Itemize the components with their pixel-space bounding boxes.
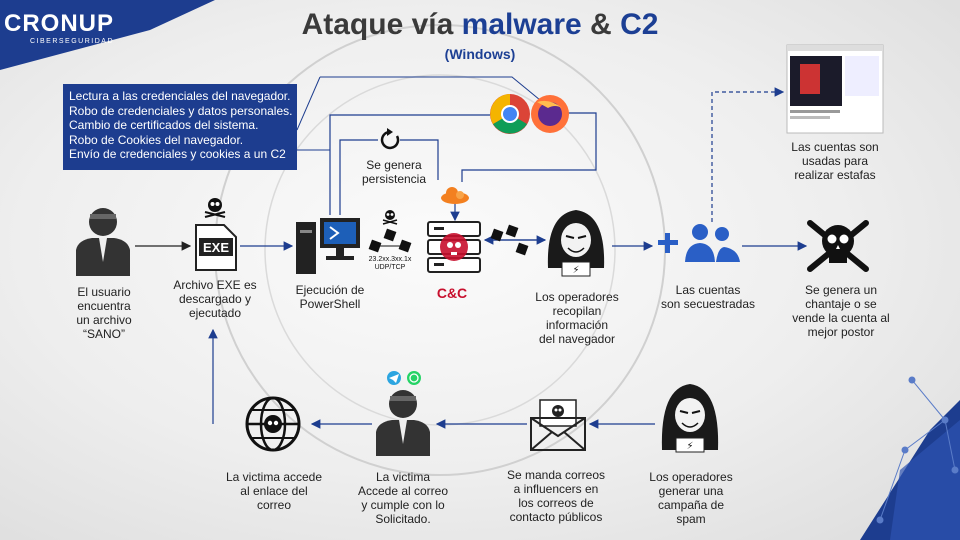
data-packets-right <box>490 224 529 256</box>
data-packets-left <box>368 228 412 253</box>
page-title: Ataque vía malware & C2 <box>0 8 960 42</box>
whatsapp-icon <box>407 371 421 385</box>
label-chantaje: Se genera un chantaje o se vende la cuen… <box>782 283 900 339</box>
label-line: usadas para <box>801 154 869 168</box>
add-users-icon <box>658 224 740 262</box>
label-line: Ejecución de <box>295 283 365 297</box>
label-line: y cumple con lo <box>361 498 445 512</box>
label-line: “SANO” <box>83 327 125 341</box>
cloud-icon <box>441 187 469 204</box>
label-line: generar una <box>658 484 724 498</box>
title-highlight: malware <box>461 8 582 41</box>
label-line: al enlace del <box>240 484 308 498</box>
skull-icon-tiny <box>382 210 398 225</box>
label-operadores-recopilan: Los operadores recopilan información del… <box>522 290 632 346</box>
label-cuentas-estafas: Las cuentas son usadas para realizar est… <box>780 140 890 182</box>
page-subtitle: (Windows) <box>444 46 516 62</box>
title-part: Ataque vía <box>301 8 462 41</box>
protocol-label: 23.2xx.3xx.1x UDP/TCP <box>360 256 420 272</box>
label-line: son secuestradas <box>660 297 756 311</box>
label-cuentas-secuestradas: Las cuentas son secuestradas <box>650 283 766 311</box>
label-line: realizar estafas <box>794 168 876 182</box>
info-line: Cambio de certificados del sistema. <box>69 118 259 132</box>
logo-name: CRONUP <box>4 10 115 37</box>
label-line: Se manda correos <box>506 468 606 482</box>
telegram-icon <box>387 371 401 385</box>
label-line: Solicitado. <box>375 512 431 526</box>
label-operadores-spam: Los operadores generar una campaña de sp… <box>636 470 746 526</box>
protocol-type: UDP/TCP <box>374 264 406 271</box>
label-line: Se genera <box>366 158 422 172</box>
label-ejecucion: Ejecución de PowerShell <box>285 283 375 311</box>
firefox-icon <box>531 95 569 133</box>
protocol-ip: 23.2xx.3xx.1x <box>368 256 412 263</box>
label-line: Se genera un <box>804 283 878 297</box>
skull-crossbones-icon <box>807 220 869 272</box>
label-line: descargado y <box>178 292 252 306</box>
label-line: Las cuentas <box>675 283 741 297</box>
label-line: Accede al correo <box>357 484 449 498</box>
label-line: chantaje o se <box>805 297 877 311</box>
refresh-icon <box>380 128 400 150</box>
label-line: campaña de <box>657 498 725 512</box>
cc-server-icon <box>427 221 481 273</box>
label-line: spam <box>676 512 706 526</box>
globe-skull-icon <box>245 396 301 452</box>
label-line: ejecutado <box>188 306 242 320</box>
label-line: un archivo <box>76 313 132 327</box>
hacker-icon: ⚡ <box>547 210 605 277</box>
cc-label: C&C <box>436 285 468 301</box>
label-line: La victima <box>375 470 431 484</box>
label-line: contacto públicos <box>509 510 603 524</box>
cronup-logo: CRONUP CIBERSEGURIDAD <box>4 10 124 45</box>
label-line: PowerShell <box>299 297 361 311</box>
label-line: recopilan <box>552 304 602 318</box>
label-usuario: El usuario encuentra un archivo “SANO” <box>60 285 148 341</box>
victim-icon <box>376 390 430 456</box>
svg-text:⚡: ⚡ <box>686 441 693 452</box>
logo-tagline: CIBERSEGURIDAD <box>30 38 115 45</box>
label-line: Archivo EXE es <box>173 278 257 292</box>
label-line: información <box>545 318 609 332</box>
label-line: mejor postor <box>807 325 875 339</box>
exe-file-icon: EXE <box>195 224 237 271</box>
label-line: Los operadores <box>649 470 733 484</box>
label-archivo: Archivo EXE es descargado y ejecutado <box>165 278 265 320</box>
envelope-icon <box>530 399 586 451</box>
info-line: Robo de credenciales y datos personales. <box>69 103 293 118</box>
info-line: Lectura a las credenciales del navegador… <box>69 89 291 103</box>
label-line: La victima accede <box>225 470 323 484</box>
arrow-accounts-to-scam <box>711 87 785 222</box>
label-persistencia: Se genera persistencia <box>352 158 436 186</box>
label-line: Los operadores <box>535 290 619 304</box>
label-line: correo <box>256 498 291 512</box>
label-line: persistencia <box>361 172 427 186</box>
user-icon <box>76 208 130 276</box>
info-line: Robo de Cookies del navegador. <box>69 132 244 147</box>
label-correos: Se manda correos a influencers en los co… <box>500 468 612 524</box>
title-highlight: C2 <box>620 8 659 41</box>
label-line: El usuario <box>77 285 131 299</box>
label-victima-enlace: La victima accede al enlace del correo <box>218 470 330 512</box>
info-line: Envío de credenciales y cookies a un C2 <box>69 147 286 161</box>
label-line: Las cuentas son <box>791 140 879 154</box>
label-line: los correos de <box>518 496 594 510</box>
svg-text:⚡: ⚡ <box>572 265 579 276</box>
info-box: Lectura a las credenciales del navegador… <box>63 84 297 170</box>
label-line: del navegador <box>538 332 616 346</box>
scam-screenshot-thumbnail <box>786 44 884 134</box>
label-line: a influencers en <box>513 482 599 496</box>
hacker-spam-icon: ⚡ <box>661 384 719 453</box>
chrome-icon <box>490 94 530 134</box>
label-line: encuentra <box>77 299 131 313</box>
label-line: vende la cuenta al <box>792 311 890 325</box>
svg-text:EXE: EXE <box>203 240 229 255</box>
powershell-computer-icon <box>296 218 360 274</box>
label-victima-correo: La victima Accede al correo y cumple con… <box>348 470 458 526</box>
skull-icon-small <box>204 198 226 218</box>
title-part: & <box>581 8 621 41</box>
